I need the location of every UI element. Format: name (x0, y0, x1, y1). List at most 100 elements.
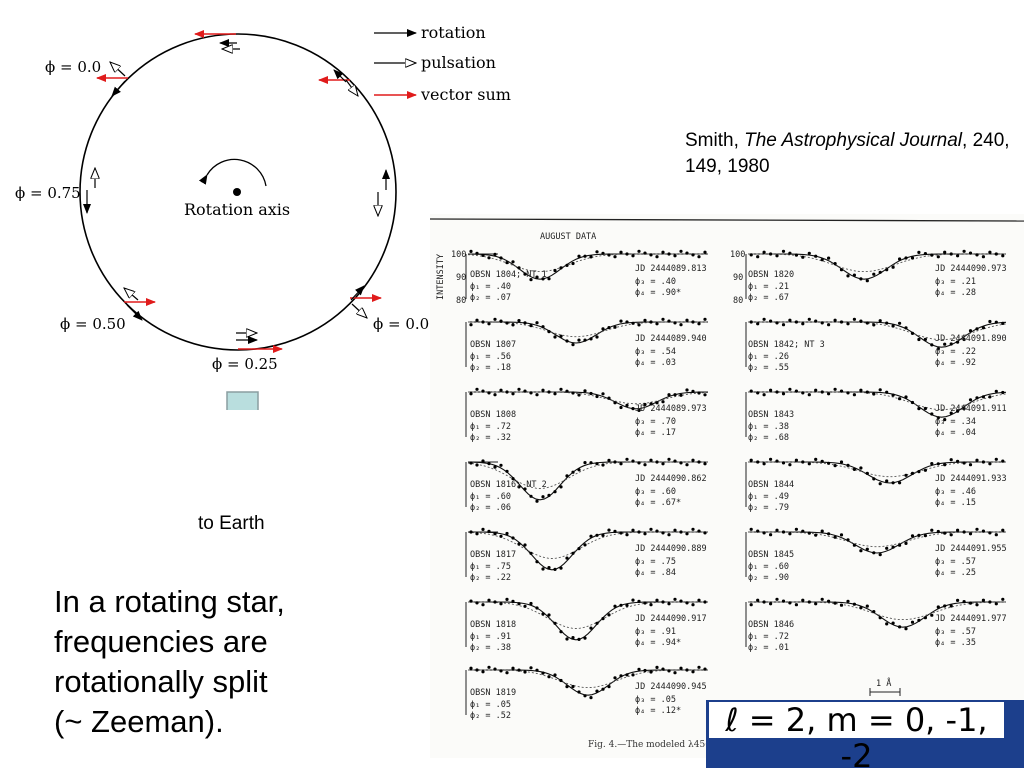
alternate-model-line (468, 601, 708, 629)
observation-point (852, 393, 856, 397)
panel-phi3-label: ϕ₃ = .34 (935, 417, 976, 427)
observation-point (481, 253, 485, 257)
observation-point (981, 460, 986, 464)
panel-jd-label: JD 2444090.945 (635, 682, 707, 692)
observation-point (910, 256, 915, 260)
observation-point (625, 533, 629, 537)
observation-point (801, 460, 805, 464)
observation-point (878, 319, 882, 323)
observation-point (595, 335, 599, 339)
summary-line: In a rotating star, (54, 584, 285, 619)
observation-point (781, 599, 786, 603)
observation-point (904, 473, 908, 477)
to-earth-arrow (226, 391, 259, 410)
observation-point (1001, 321, 1005, 325)
observation-point (493, 600, 497, 604)
observation-point (649, 603, 653, 607)
observation-point (788, 463, 792, 467)
observation-point (898, 257, 902, 261)
observation-point (917, 533, 921, 537)
y-tick-90-right: 90 (733, 273, 744, 283)
panel-phi2-label: ϕ₂ = .18 (470, 363, 511, 373)
observation-point (794, 389, 798, 393)
profile-panel (465, 249, 708, 299)
observation-point (469, 249, 473, 253)
legend-pulsation-label: pulsation (421, 53, 496, 72)
observation-point (565, 339, 569, 343)
observation-point (655, 255, 659, 259)
observation-point (788, 251, 792, 255)
observation-point (898, 321, 902, 325)
observation-point (936, 462, 940, 466)
observation-point (788, 532, 792, 536)
observation-point (469, 392, 473, 396)
panel-phi1-label: ϕ₁ = .60 (470, 492, 511, 502)
observation-point (749, 320, 753, 324)
observation-point (697, 460, 701, 464)
observation-point (820, 321, 824, 325)
observation-point (833, 387, 837, 391)
observation-point (859, 466, 863, 470)
observation-point (559, 678, 563, 683)
observation-point (577, 468, 581, 472)
alternate-model-line (467, 461, 708, 489)
observation-point (859, 549, 863, 553)
panel-phi2-label: ϕ₂ = .32 (470, 433, 511, 443)
observation-point (511, 666, 515, 670)
observation-point (936, 347, 940, 351)
observation-point (691, 458, 695, 462)
observation-point (637, 530, 641, 534)
observation-point (749, 527, 753, 531)
observation-point (529, 324, 533, 328)
observation-point (762, 393, 766, 397)
observation-point (637, 667, 641, 671)
panel-jd-label: JD 2444090.917 (635, 614, 707, 624)
observation-point (962, 530, 966, 534)
observation-point (775, 597, 779, 601)
observation-point (553, 567, 557, 571)
observation-point (613, 529, 617, 533)
observation-point (499, 534, 503, 538)
y-axis-label: INTENSITY (436, 253, 446, 300)
observation-point (936, 529, 940, 534)
observation-point (788, 601, 792, 605)
observation-point (499, 319, 503, 323)
summary-line: rotationally split (54, 664, 268, 699)
alternate-model-line (748, 321, 1007, 341)
observation-point (493, 252, 497, 256)
panel-phi2-label: ϕ₂ = .01 (748, 643, 789, 653)
observation-point (601, 251, 605, 255)
observation-point (487, 665, 491, 669)
observation-point (673, 393, 677, 397)
rotation-axis-label: Rotation axis (184, 200, 291, 219)
observation-point (487, 598, 491, 602)
observation-point (625, 673, 629, 677)
observation-point (619, 250, 623, 254)
observation-point (649, 458, 653, 462)
observation-point (607, 528, 611, 532)
profile-panel (745, 527, 1006, 577)
observation-point (685, 601, 689, 605)
observation-point (910, 534, 915, 538)
observation-point (852, 602, 856, 606)
observation-point (801, 598, 805, 602)
observation-point (872, 610, 876, 614)
observation-point (833, 262, 837, 266)
observation-point (839, 268, 844, 272)
observation-point (981, 395, 986, 399)
observation-point (762, 250, 766, 254)
alternate-model-line (468, 391, 709, 405)
panel-phi2-label: ϕ₂ = .68 (748, 433, 789, 443)
observation-point (481, 459, 485, 463)
observation-point (962, 337, 966, 342)
observation-point (571, 684, 575, 689)
panel-obs-label: OBSN 1820 (748, 270, 795, 280)
observation-point (749, 253, 753, 257)
observation-point (981, 598, 986, 602)
panel-obs-label: OBSN 1845 (748, 550, 795, 560)
profile-panel (745, 249, 1006, 299)
observation-point (981, 529, 986, 533)
model-profile-line (468, 601, 708, 641)
observation-point (619, 405, 623, 410)
observation-point (667, 669, 671, 673)
